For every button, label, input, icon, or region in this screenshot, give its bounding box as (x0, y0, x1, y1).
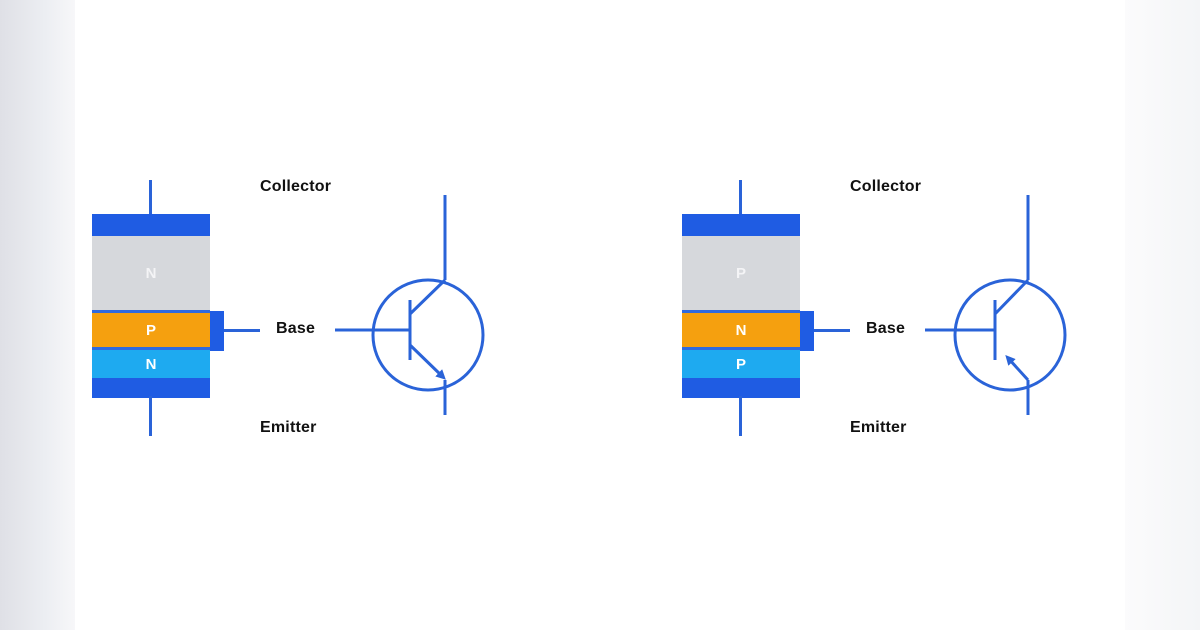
base-layer-label: P (145, 321, 156, 339)
collector-layer: P (682, 236, 800, 310)
emitter-layer: P (682, 350, 800, 378)
base-layer: P (92, 310, 210, 350)
collector-label: Collector (850, 178, 922, 195)
symbol-emitter-arrow (1005, 355, 1030, 382)
emitter-layer: N (92, 350, 210, 378)
collector-contact (92, 214, 210, 236)
npn-symbol-icon (335, 195, 485, 415)
emitter-lead (739, 396, 742, 436)
right-edge-shade (1125, 0, 1200, 630)
emitter-layer-label: N (145, 355, 157, 373)
npn-transistor-diagram: N P N Collector Base Emitter (92, 178, 485, 436)
left-edge-shade (0, 0, 75, 630)
emitter-label: Emitter (850, 419, 907, 436)
emitter-layer-label: P (735, 355, 746, 373)
emitter-contact (682, 378, 800, 398)
emitter-lead (149, 396, 152, 436)
base-label: Base (276, 320, 316, 337)
collector-layer: N (92, 236, 210, 310)
symbol-collector-line (408, 278, 447, 316)
base-contact (210, 311, 224, 351)
pnp-symbol-icon (925, 195, 1067, 415)
symbol-circle (953, 278, 1067, 392)
symbol-emitter-arrow (408, 343, 446, 380)
collector-layer-label: P (735, 264, 746, 282)
symbol-circle (371, 278, 485, 392)
base-contact (800, 311, 814, 351)
emitter-label: Emitter (260, 419, 317, 436)
base-label: Base (866, 320, 906, 337)
collector-label: Collector (260, 178, 332, 195)
base-wire (814, 329, 850, 332)
collector-layer-label: N (145, 264, 157, 282)
collector-contact (682, 214, 800, 236)
base-layer-label: N (735, 321, 747, 339)
pnp-transistor-diagram: P N P Collector Base Emitter (590, 0, 1190, 630)
collector-lead (739, 180, 742, 216)
base-layer: N (682, 310, 800, 350)
base-wire (224, 329, 260, 332)
symbol-collector-line (993, 278, 1030, 316)
collector-lead (149, 180, 152, 216)
emitter-contact (92, 378, 210, 398)
